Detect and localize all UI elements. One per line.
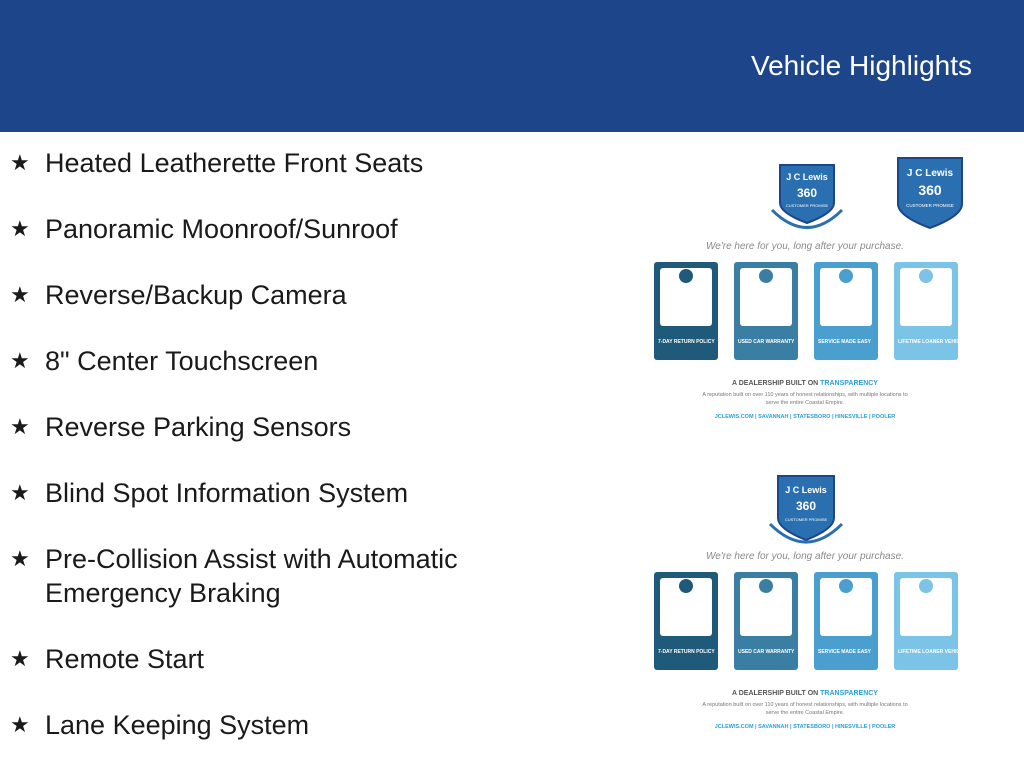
car-icon: [919, 269, 933, 283]
card-title: USED CAR WARRANTY: [738, 649, 795, 655]
header-bar: Vehicle Highlights: [0, 0, 1024, 132]
star-icon: ★: [10, 282, 30, 307]
feature-label: Reverse Parking Sensors: [45, 412, 352, 442]
reputation-line: serve the entire Coastal Empire.: [766, 710, 845, 716]
star-icon: ★: [10, 712, 30, 737]
reputation-line: A reputation built on over 110 years of …: [702, 702, 907, 708]
feature-item: ★ Heated Leatherette Front Seats: [10, 146, 530, 180]
locations-line: JCLEWIS.COM | SAVANNAH | STATESBORO | HI…: [715, 414, 896, 420]
promise-card: LIFETIME LOANER VEHICLE: [894, 262, 967, 360]
ribbon-icon: [759, 269, 773, 283]
feature-label: Lane Keeping System: [45, 710, 310, 740]
locations-line: JCLEWIS.COM | SAVANNAH | STATESBORO | HI…: [715, 724, 896, 730]
money-icon: [679, 579, 693, 593]
star-icon: ★: [10, 414, 30, 439]
brand-badge: J C Lewis 360 CUSTOMER PROMISE: [897, 157, 963, 230]
money-icon: [679, 269, 693, 283]
feature-item: ★ Panoramic Moonroof/Sunroof: [10, 212, 530, 246]
promise-card: SERVICE MADE EASY: [814, 572, 878, 670]
card-title: SERVICE MADE EASY: [818, 649, 872, 655]
brand-badge: J C Lewis 360 CUSTOMER PROMISE: [770, 164, 844, 229]
feature-item: ★ Blind Spot Information System: [10, 476, 530, 510]
promise-card: USED CAR WARRANTY: [734, 572, 798, 670]
tagline: We're here for you, long after your purc…: [706, 551, 904, 562]
badge-subtitle: CUSTOMER PROMISE: [785, 517, 828, 522]
card-title: LIFETIME LOANER VEHICLE: [898, 649, 967, 655]
promise-card: LIFETIME LOANER VEHICLE: [894, 572, 967, 670]
feature-label: 8" Center Touchscreen: [45, 346, 319, 376]
card-title: LIFETIME LOANER VEHICLE: [898, 339, 967, 345]
ribbon-icon: [759, 579, 773, 593]
reputation-line: A reputation built on over 110 years of …: [702, 392, 907, 398]
star-icon: ★: [10, 646, 30, 671]
feature-label: Remote Start: [45, 644, 205, 674]
reputation-line: serve the entire Coastal Empire.: [766, 400, 845, 406]
brand-name: J C Lewis: [785, 485, 827, 495]
feature-label: Panoramic Moonroof/Sunroof: [45, 214, 398, 244]
feature-item: ★ 8" Center Touchscreen: [10, 344, 530, 378]
feature-item: ★ Lane Keeping System: [10, 708, 530, 742]
circular-arrow-icon: [770, 208, 844, 229]
car-icon: [919, 579, 933, 593]
circular-arrow-icon: [768, 522, 844, 544]
star-icon: ★: [10, 546, 30, 571]
badge-number: 360: [796, 499, 816, 513]
badge-subtitle: CUSTOMER PROMISE: [906, 203, 954, 208]
feature-label: Heated Leatherette Front Seats: [45, 148, 424, 178]
card-title: USED CAR WARRANTY: [738, 339, 795, 345]
feature-item: ★ Pre-Collision Assist with Automatic Eme…: [10, 542, 530, 610]
feature-label: Reverse/Backup Camera: [45, 280, 347, 310]
card-title: 7-DAY RETURN POLICY: [658, 339, 715, 345]
brand-name: J C Lewis: [907, 168, 954, 179]
feature-label: Pre-Collision Assist with Automatic Emer…: [45, 544, 458, 608]
card-title: SERVICE MADE EASY: [818, 339, 872, 345]
feature-list: ★ Heated Leatherette Front Seats ★ Panoram…: [10, 146, 530, 768]
page-title: Vehicle Highlights: [750, 50, 972, 81]
built-on-text: A DEALERSHIP BUILT ON TRANSPARENCY: [732, 380, 878, 387]
truck-icon: [839, 579, 853, 593]
promise-card: 7-DAY RETURN POLICY: [654, 262, 718, 360]
tagline: We're here for you, long after your purc…: [706, 241, 904, 252]
feature-item: ★ Reverse Parking Sensors: [10, 410, 530, 444]
truck-icon: [839, 269, 853, 283]
feature-item: ★ Reverse/Backup Camera: [10, 278, 530, 312]
card-title: 7-DAY RETURN POLICY: [658, 649, 715, 655]
customer-promise-graphic: J C Lewis 360 CUSTOMER PROMISE J C Lewis…: [640, 150, 970, 430]
feature-label: Blind Spot Information System: [45, 478, 409, 508]
customer-promise-graphic: J C Lewis 360 CUSTOMER PROMISE We're her…: [640, 460, 970, 740]
star-icon: ★: [10, 150, 30, 175]
star-icon: ★: [10, 216, 30, 241]
badge-subtitle: CUSTOMER PROMISE: [786, 203, 829, 208]
built-on-text: A DEALERSHIP BUILT ON TRANSPARENCY: [732, 690, 878, 697]
star-icon: ★: [10, 480, 30, 505]
promise-card: USED CAR WARRANTY: [734, 262, 798, 360]
star-icon: ★: [10, 348, 30, 373]
badge-number: 360: [918, 182, 942, 198]
badge-number: 360: [797, 186, 817, 200]
brand-name: J C Lewis: [786, 172, 828, 182]
promise-card: SERVICE MADE EASY: [814, 262, 878, 360]
brand-badge: J C Lewis 360 CUSTOMER PROMISE: [768, 475, 844, 544]
promise-card: 7-DAY RETURN POLICY: [654, 572, 718, 670]
feature-item: ★ Remote Start: [10, 642, 530, 676]
